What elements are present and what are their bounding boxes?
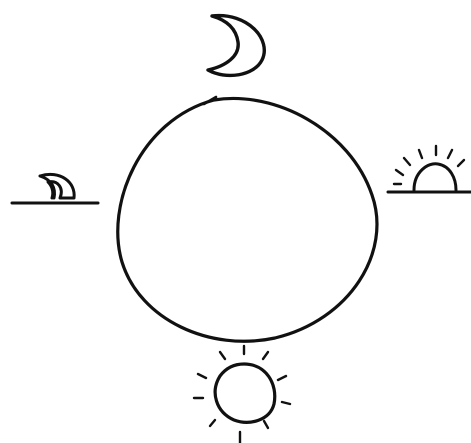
- moon-setting-icon: [12, 174, 98, 203]
- sun-rising-icon: [388, 146, 471, 192]
- sun-icon: [194, 346, 290, 443]
- crescent-moon-icon: [208, 16, 264, 76]
- orbit-circle: [118, 98, 377, 341]
